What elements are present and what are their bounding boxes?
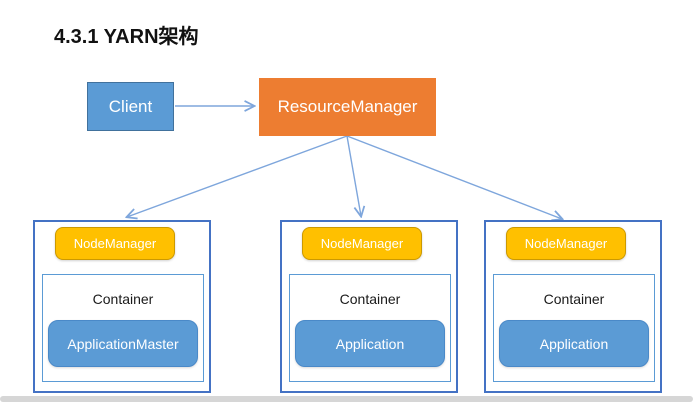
node-manager-label: NodeManager	[524, 236, 608, 251]
container-label: Container	[339, 291, 401, 307]
application-master-pill: ApplicationMaster	[48, 320, 198, 367]
node-box-3: NodeManager Container Application	[484, 220, 662, 393]
page-title: 4.3.1 YARN架构	[54, 26, 199, 48]
container-label: Container	[543, 291, 605, 307]
resource-manager-label: ResourceManager	[277, 97, 418, 116]
container-box: Container ApplicationMaster	[42, 274, 204, 382]
client-box: Client	[87, 82, 174, 131]
client-label: Client	[108, 96, 153, 116]
container-box: Container Application	[289, 274, 451, 382]
node-box-2: NodeManager Container Application	[280, 220, 458, 393]
application-pill: Application	[295, 320, 445, 367]
node-box-1: NodeManager Container ApplicationMaster	[33, 220, 211, 393]
node-manager-pill: NodeManager	[302, 227, 422, 260]
application-pill: Application	[499, 320, 649, 367]
resource-manager-box: ResourceManager	[259, 78, 436, 136]
node-manager-pill: NodeManager	[506, 227, 626, 260]
node-manager-label: NodeManager	[73, 236, 157, 251]
arrow-resourcemanager-to-node2	[346, 135, 361, 216]
arrow-resourcemanager-to-node3	[346, 135, 562, 219]
node-manager-pill: NodeManager	[55, 227, 175, 260]
application-label: Application	[335, 335, 405, 352]
container-box: Container Application	[493, 274, 655, 382]
bottom-divider-bar	[0, 396, 693, 402]
application-master-label: ApplicationMaster	[67, 335, 179, 352]
arrow-resourcemanager-to-node1	[127, 135, 348, 217]
application-label: Application	[539, 335, 609, 352]
container-label: Container	[92, 291, 154, 307]
node-manager-label: NodeManager	[320, 236, 404, 251]
